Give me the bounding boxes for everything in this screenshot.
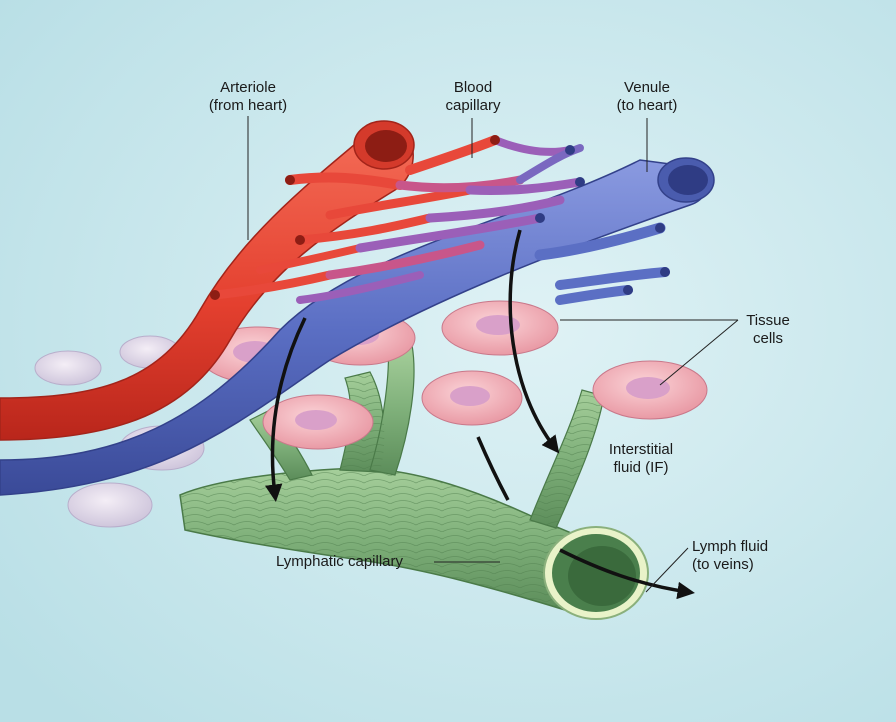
label-blood-capillary-line2: capillary <box>430 97 516 115</box>
label-venule-line2: (to heart) <box>602 97 692 115</box>
label-tissue-cells-line1: Tissue <box>738 312 798 330</box>
label-venule-line1: Venule <box>602 79 692 97</box>
label-interstitial-fluid-line2: fluid (IF) <box>596 459 686 477</box>
label-lymph-fluid-line2: (to veins) <box>692 556 768 574</box>
label-lymphatic-capillary: Lymphatic capillary <box>276 553 403 571</box>
label-interstitial-fluid-line1: Interstitial <box>596 441 686 459</box>
label-lymph-fluid: Lymph fluid (to veins) <box>692 538 768 574</box>
label-venule: Venule (to heart) <box>602 79 692 115</box>
label-lymph-fluid-line1: Lymph fluid <box>692 538 768 556</box>
label-interstitial-fluid: Interstitial fluid (IF) <box>596 441 686 477</box>
label-tissue-cells-line2: cells <box>738 330 798 348</box>
label-arteriole: Arteriole (from heart) <box>190 79 306 115</box>
label-blood-capillary-line1: Blood <box>430 79 516 97</box>
label-arteriole-line1: Arteriole <box>190 79 306 97</box>
label-tissue-cells: Tissue cells <box>738 312 798 348</box>
label-blood-capillary: Blood capillary <box>430 79 516 115</box>
label-arteriole-line2: (from heart) <box>190 97 306 115</box>
